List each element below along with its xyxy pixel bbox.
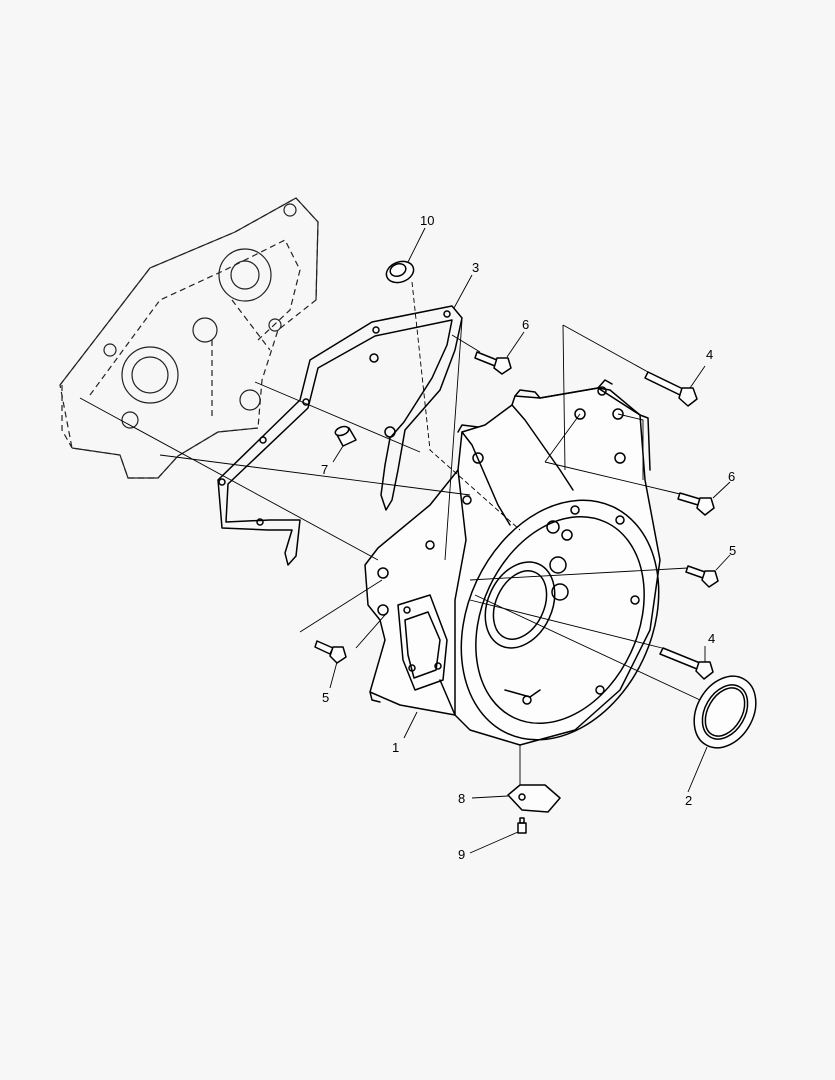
bolt-5-left — [314, 640, 347, 664]
cover-plate — [507, 784, 561, 813]
assembly-lines — [79, 281, 701, 785]
callout-10: 10 — [420, 213, 434, 228]
rear-seal — [693, 675, 757, 749]
callout-4-right: 4 — [708, 631, 715, 646]
timing-cover-reference — [59, 197, 319, 479]
callout-8: 8 — [458, 791, 465, 806]
callout-3: 3 — [472, 260, 479, 275]
callout-9: 9 — [458, 847, 465, 862]
bolt-5-right — [685, 565, 719, 588]
callout-5-left: 5 — [322, 690, 329, 705]
plug-grommet — [385, 260, 415, 284]
callout-leaders — [329, 227, 731, 854]
screw — [517, 817, 527, 834]
callout-2: 2 — [685, 793, 692, 808]
callout-6-top: 6 — [522, 317, 529, 332]
bolt-4-top — [644, 371, 698, 407]
bolt-6-top — [474, 351, 512, 375]
bolt-4-right — [659, 647, 714, 680]
callout-6-right: 6 — [728, 469, 735, 484]
dowel-pin — [334, 425, 357, 447]
bolt-6-right — [677, 492, 715, 516]
callout-5-right: 5 — [729, 543, 736, 558]
flywheel-housing — [364, 379, 661, 746]
callout-7: 7 — [321, 462, 328, 477]
callout-numbers: 1 2 3 4 4 5 5 6 6 7 8 9 10 — [321, 213, 736, 862]
callout-4-top: 4 — [706, 347, 713, 362]
callout-1: 1 — [392, 740, 399, 755]
gasket — [217, 305, 463, 566]
